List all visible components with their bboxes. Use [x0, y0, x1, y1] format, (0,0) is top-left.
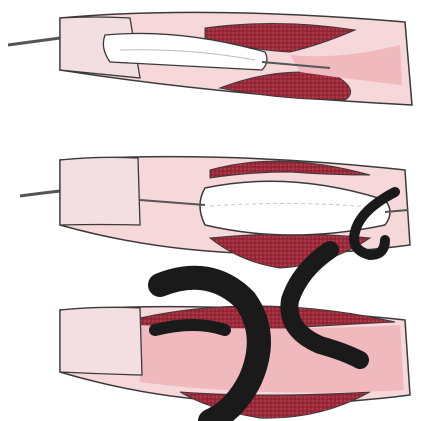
- vessel-cap: [60, 307, 142, 375]
- panel-vessel-widened: [60, 306, 410, 418]
- panel-catheter-positioned: [8, 12, 412, 105]
- panel-balloon-inflated: [20, 157, 410, 268]
- widened-lumen: [140, 325, 404, 393]
- plaque-bottom: [180, 392, 370, 418]
- guide-wire: [8, 38, 60, 45]
- plaque-bottom: [210, 234, 370, 268]
- catheter-sheath: [60, 157, 140, 225]
